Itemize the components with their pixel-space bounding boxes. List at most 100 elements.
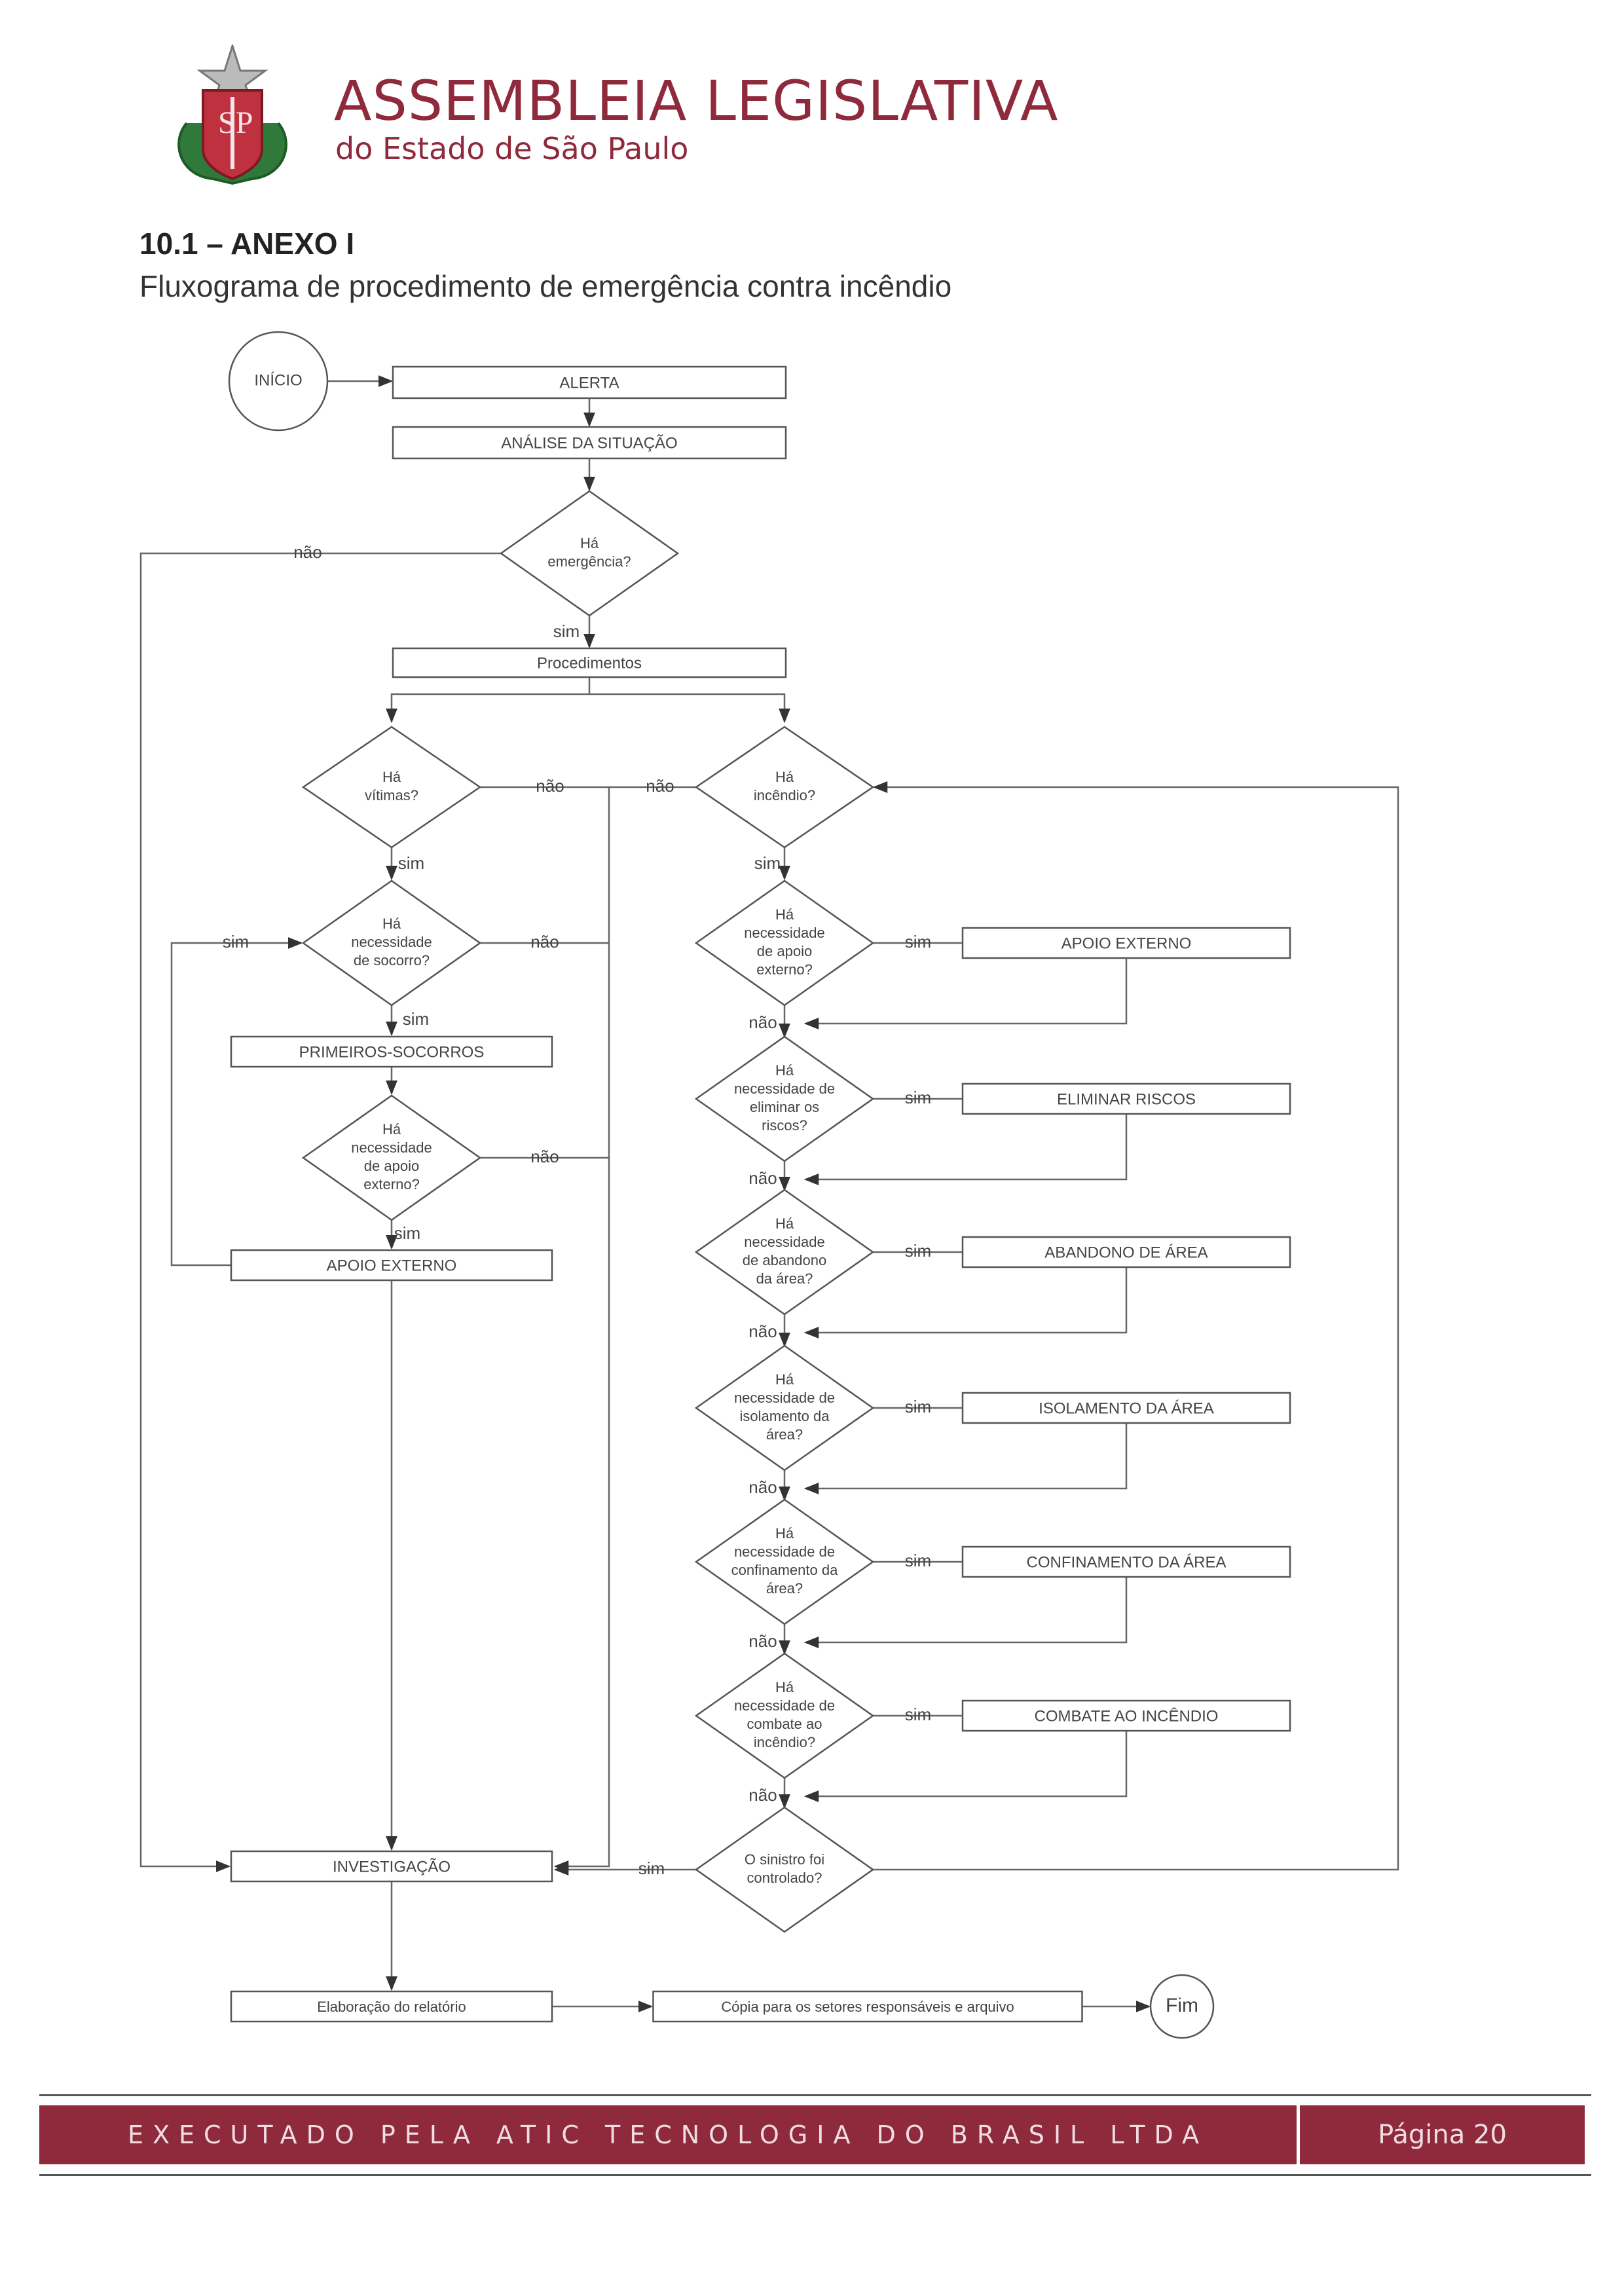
footer-executed-by: EXECUTADO PELA ATIC TECNOLOGIA DO BRASIL…	[39, 2105, 1297, 2164]
edge-label-sim: sim	[754, 853, 781, 873]
alerta-box	[392, 365, 787, 399]
edge-label-sim: sim	[638, 1858, 665, 1878]
combate-decision-line: combate ao	[747, 1716, 822, 1732]
apoio-left-decision-line: Há	[382, 1121, 401, 1137]
edge-label-nao: não	[748, 1322, 777, 1341]
apoio-left-decision	[301, 1094, 482, 1221]
edge-label-sim: sim	[394, 1223, 420, 1243]
section-number: 10.1 – ANEXO I	[139, 227, 355, 261]
eliminar-riscos-box	[961, 1082, 1291, 1115]
isolamento-decision-line: isolamento da	[740, 1408, 830, 1424]
combate-decision-line: Há	[775, 1679, 794, 1695]
vitimas-decision-line: Há	[382, 769, 401, 785]
abandono-area-box-label: ABANDONO DE ÁREA	[1044, 1244, 1208, 1261]
isolamento-area-box	[961, 1392, 1291, 1424]
riscos-decision	[694, 1035, 875, 1162]
socorro-decision	[301, 879, 482, 1007]
sinistro-decision-line: controlado?	[747, 1870, 822, 1886]
apoio-right-decision-line: Há	[775, 906, 794, 923]
isolamento-decision-line: área?	[766, 1426, 803, 1443]
edge-label-sim: sim	[553, 621, 580, 641]
procedimentos-box-label: Procedimentos	[537, 654, 642, 672]
abandono-decision-line: de abandono	[743, 1252, 826, 1268]
emergencia-decision	[499, 490, 680, 617]
sinistro-decision	[694, 1806, 875, 1933]
org-name: ASSEMBLEIA LEGISLATIVA	[334, 69, 1059, 133]
edge-label-sim: sim	[905, 1705, 931, 1724]
investigacao-box	[230, 1850, 553, 1883]
socorro-decision-line: de socorro?	[354, 952, 430, 969]
combate-decision-line: incêndio?	[754, 1734, 815, 1750]
section-title: Fluxograma de procedimento de emergência…	[139, 269, 952, 303]
edge-label-sim: sim	[223, 932, 249, 952]
copia-box-label: Cópia para os setores responsáveis e arq…	[721, 1999, 1014, 2015]
combate-incendio-box-label: COMBATE AO INCÊNDIO	[1035, 1707, 1219, 1725]
incendio-decision-line: Há	[775, 769, 794, 785]
footer-page-number: Página 20	[1300, 2105, 1585, 2164]
apoio-externo-right-box-label: APOIO EXTERNO	[1061, 934, 1192, 952]
edge-label-nao: não	[748, 1168, 777, 1188]
seal-letters: SP	[218, 105, 253, 140]
apoio-externo-right-box	[961, 927, 1291, 959]
emergencia-decision-line: emergência?	[547, 553, 631, 570]
edge-label-sim: sim	[905, 1397, 931, 1416]
start-node-label: INÍCIO	[254, 371, 302, 389]
vitimas-decision	[301, 726, 482, 849]
confinamento-area-box	[961, 1545, 1291, 1578]
riscos-decision-line: Há	[775, 1062, 794, 1079]
sp-seal-logo: SP	[177, 45, 287, 185]
riscos-decision-line: necessidade de	[734, 1081, 835, 1097]
isolamento-decision	[694, 1344, 875, 1471]
apoio-right-decision-line: necessidade	[744, 925, 825, 941]
edge-label-nao: não	[293, 542, 322, 562]
confinamento-decision-line: área?	[766, 1580, 803, 1597]
apoio-right-decision-line: externo?	[756, 961, 813, 978]
apoio-right-decision-line: de apoio	[757, 943, 812, 959]
riscos-decision-line: riscos?	[762, 1117, 807, 1134]
primeiros-socorros-box	[230, 1035, 553, 1068]
abandono-area-box	[961, 1236, 1291, 1268]
isolamento-area-box-label: ISOLAMENTO DA ÁREA	[1039, 1399, 1214, 1417]
analise-box	[392, 426, 787, 460]
end-node	[1149, 1974, 1215, 2039]
org-subtitle: do Estado de São Paulo	[335, 131, 689, 166]
sinistro-decision-line: O sinistro foi	[745, 1851, 824, 1868]
vitimas-decision-line: vítimas?	[365, 787, 418, 804]
edge-label-nao: não	[748, 1477, 777, 1497]
apoio-right-decision	[694, 879, 875, 1007]
start-node	[228, 331, 329, 432]
relatorio-box	[230, 1990, 553, 2023]
confinamento-decision-line: necessidade de	[734, 1543, 835, 1560]
footer-bottom-rule	[39, 2174, 1591, 2176]
confinamento-decision-line: confinamento da	[731, 1562, 838, 1578]
footer-top-rule	[39, 2094, 1591, 2096]
edge-label-nao: não	[536, 776, 564, 796]
edge-label-nao: não	[646, 776, 674, 796]
apoio-left-decision-line: externo?	[363, 1176, 420, 1192]
edge-label-nao: não	[748, 1012, 777, 1032]
procedimentos-box	[392, 647, 787, 678]
edge-label-sim: sim	[905, 932, 931, 952]
confinamento-decision	[694, 1498, 875, 1625]
apoio-externo-left-box	[230, 1249, 553, 1282]
combate-decision	[694, 1652, 875, 1779]
edge-label-sim: sim	[905, 1551, 931, 1570]
flow-nodes	[228, 331, 1291, 2039]
apoio-externo-left-box-label: APOIO EXTERNO	[327, 1257, 457, 1274]
primeiros-socorros-box-label: PRIMEIROS-SOCORROS	[299, 1043, 485, 1061]
isolamento-decision-line: Há	[775, 1371, 794, 1388]
apoio-left-decision-line: de apoio	[364, 1158, 419, 1174]
combate-incendio-box	[961, 1699, 1291, 1732]
edge-label-sim: sim	[403, 1009, 429, 1029]
alerta-box-label: ALERTA	[559, 374, 619, 392]
confinamento-area-box-label: CONFINAMENTO DA ÁREA	[1027, 1553, 1227, 1571]
relatorio-box-label: Elaboração do relatório	[317, 1999, 466, 2015]
edge-label-nao: não	[748, 1785, 777, 1805]
edge-label-sim: sim	[905, 1088, 931, 1107]
copia-box	[652, 1990, 1083, 2023]
edge-label-sim: sim	[905, 1241, 931, 1261]
isolamento-decision-line: necessidade de	[734, 1390, 835, 1406]
edge-label-nao: não	[748, 1631, 777, 1651]
